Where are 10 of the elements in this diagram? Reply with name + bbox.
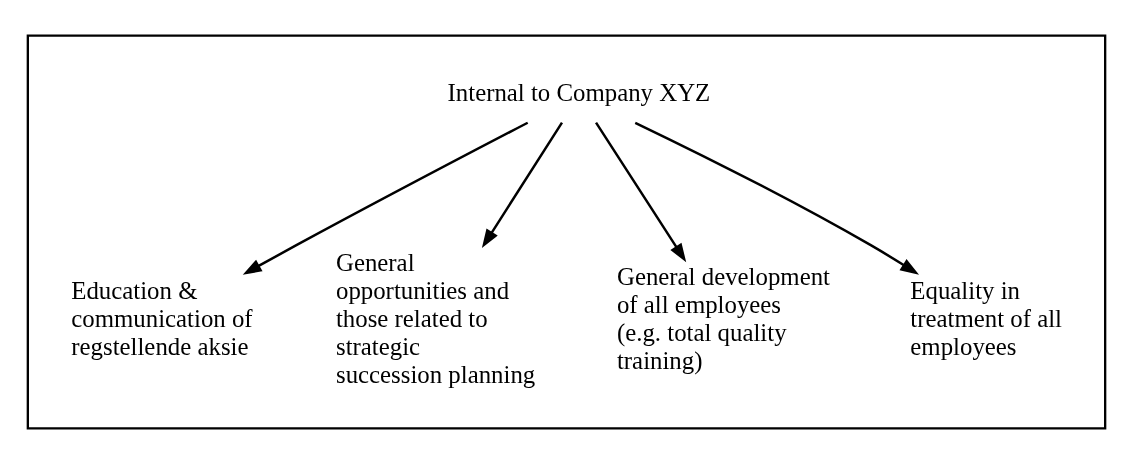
- node-text: General opportunities and those related to strategic succession planning: [335, 248, 536, 388]
- node-text: Education & communication of regstellende aksie: [71, 276, 253, 360]
- arrow: [242, 121, 529, 275]
- arrow: [481, 121, 564, 248]
- node-text: Internal to Company XYZ: [447, 78, 711, 106]
- arrow: [634, 121, 920, 275]
- arrow: [595, 121, 687, 262]
- node-text: General development of all employees (e.g. total quality training): [616, 262, 830, 374]
- cluster: [26, 33, 1107, 430]
- node-text: Equality in treatment of all employees: [910, 276, 1063, 360]
